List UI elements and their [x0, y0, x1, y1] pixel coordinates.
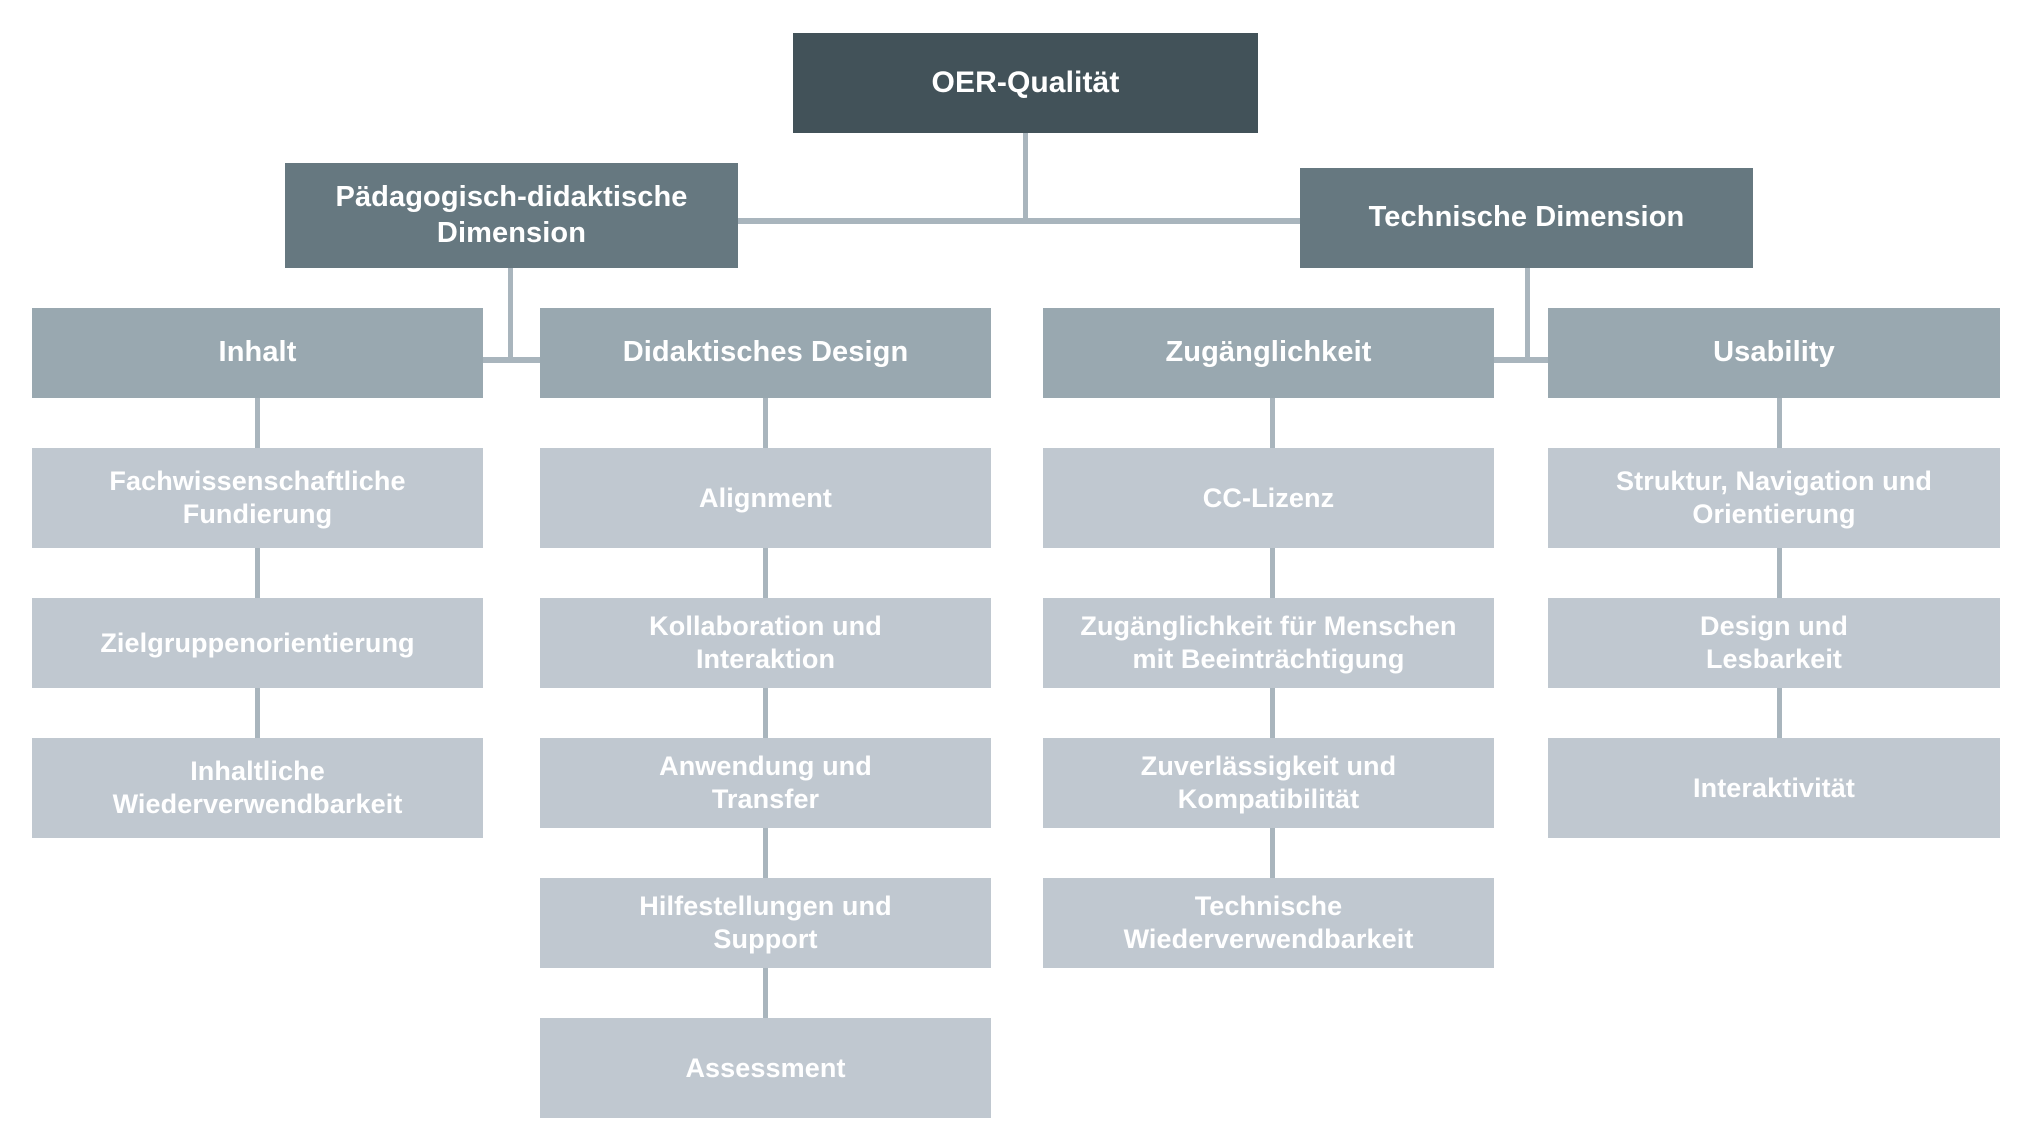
connector-col3-stem-3	[1270, 688, 1275, 738]
connector-col2-stem-5	[763, 968, 768, 1018]
connector-col2-stem-3	[763, 688, 768, 738]
connector-col4-stem-1	[1777, 398, 1782, 448]
connector-root-stem	[1023, 133, 1028, 221]
node-struktur-navigation-und-orientierung[interactable]: Struktur, Navigation und Orientierung	[1548, 448, 2000, 548]
node-assessment[interactable]: Assessment	[540, 1018, 991, 1118]
connector-col4-stem-2	[1777, 548, 1782, 598]
node-zugaenglichkeit-fuer-menschen-mit-beeintraechtigung[interactable]: Zugänglichkeit für Menschen mit Beeinträ…	[1043, 598, 1494, 688]
connector-col2-stem-2	[763, 548, 768, 598]
node-usability[interactable]: Usability	[1548, 308, 2000, 398]
node-anwendung-und-transfer[interactable]: Anwendung und Transfer	[540, 738, 991, 828]
node-zuverlaessigkeit-und-kompatibilitaet[interactable]: Zuverlässigkeit und Kompatibilität	[1043, 738, 1494, 828]
node-interaktivitaet[interactable]: Interaktivität	[1548, 738, 2000, 838]
connector-col3-stem-1	[1270, 398, 1275, 448]
node-oer-qualitaet[interactable]: OER-Qualität	[793, 33, 1258, 133]
connector-col1-stem-3	[255, 688, 260, 738]
node-technische-dimension[interactable]: Technische Dimension	[1300, 168, 1753, 268]
connector-left-dimension-stem	[508, 268, 513, 363]
connector-right-dimension-stem	[1525, 268, 1530, 363]
node-didaktisches-design[interactable]: Didaktisches Design	[540, 308, 991, 398]
node-inhalt[interactable]: Inhalt	[32, 308, 483, 398]
node-hilfestellungen-und-support[interactable]: Hilfestellungen und Support	[540, 878, 991, 968]
connector-col3-stem-4	[1270, 828, 1275, 878]
node-alignment[interactable]: Alignment	[540, 448, 991, 548]
node-kollaboration-und-interaktion[interactable]: Kollaboration und Interaktion	[540, 598, 991, 688]
node-zielgruppenorientierung[interactable]: Zielgruppenorientierung	[32, 598, 483, 688]
connector-dimension-bar	[738, 218, 1300, 224]
node-zugaenglichkeit[interactable]: Zugänglichkeit	[1043, 308, 1494, 398]
connector-left-category-bar	[430, 357, 590, 363]
node-paedagogisch-didaktische-dimension[interactable]: Pädagogisch-didaktische Dimension	[285, 163, 738, 268]
node-fachwissenschaftliche-fundierung[interactable]: Fachwissenschaftliche Fundierung	[32, 448, 483, 548]
connector-col2-stem-4	[763, 828, 768, 878]
node-cc-lizenz[interactable]: CC-Lizenz	[1043, 448, 1494, 548]
node-inhaltliche-wiederverwendbarkeit[interactable]: Inhaltliche Wiederverwendbarkeit	[32, 738, 483, 838]
connector-col4-stem-3	[1777, 688, 1782, 738]
connector-right-category-bar	[1447, 357, 1607, 363]
connector-col1-stem-2	[255, 548, 260, 598]
connector-col2-stem-1	[763, 398, 768, 448]
node-technische-wiederverwendbarkeit[interactable]: Technische Wiederverwendbarkeit	[1043, 878, 1494, 968]
connector-col1-stem-1	[255, 398, 260, 448]
connector-col3-stem-2	[1270, 548, 1275, 598]
node-design-und-lesbarkeit[interactable]: Design und Lesbarkeit	[1548, 598, 2000, 688]
